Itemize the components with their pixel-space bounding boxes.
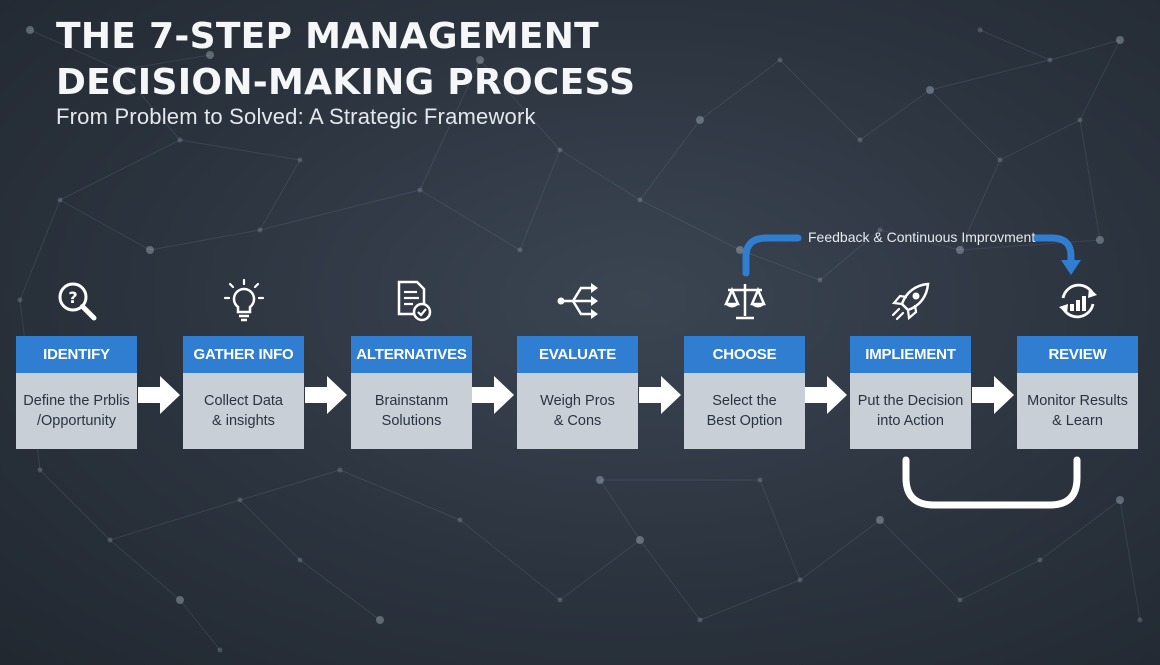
- flow-arrow-3: [472, 376, 514, 414]
- step-choose-title: CHOOSE: [684, 336, 805, 373]
- step-gather-info-description: Collect Data & insights: [183, 373, 304, 449]
- flow-arrow-1: [138, 376, 180, 414]
- step-evaluate-line-1: Weigh Pros: [540, 393, 615, 409]
- step-choose-line-1: Select the: [712, 393, 777, 409]
- title-line-1: THE 7-STEP MANAGEMENT: [56, 16, 600, 57]
- lightbulb-icon: [223, 278, 265, 322]
- step-evaluate-title: EVALUATE: [517, 336, 638, 373]
- subtitle: From Problem to Solved: A Strategic Fram…: [56, 104, 536, 129]
- step-implement: IMPLIEMENT Put the Decision into Action: [850, 282, 971, 449]
- step-alternatives-line-2: Solutions: [381, 413, 442, 429]
- step-gather-info-line-1: Collect Data: [204, 393, 283, 409]
- document-icon: [397, 280, 432, 322]
- step-review-description: Monitor Results & Learn: [1017, 373, 1138, 449]
- flow-arrow-5: [805, 376, 847, 414]
- step-review-line-1: Monitor Results: [1027, 393, 1128, 409]
- flow-arrow-4: [639, 376, 681, 414]
- page-title: THE 7-STEP MANAGEMENT DECISION-MAKING PR…: [56, 14, 635, 106]
- step-gather-info-line-2: & insights: [212, 413, 275, 429]
- title-line-2: DECISION-MAKING PROCESS: [56, 62, 636, 103]
- step-gather-info-title: GATHER INFO: [183, 336, 304, 373]
- step-identify: ? IDENTIFY Define the Prblis/Opportunity: [16, 282, 137, 449]
- step-identify-description: Define the Prblis/Opportunity: [16, 373, 137, 449]
- step-review: REVIEW Monitor Results & Learn: [1017, 283, 1138, 449]
- step-choose-line-2: Best Option: [706, 413, 783, 429]
- step-alternatives-line-1: Brainstanm: [374, 393, 449, 409]
- feedback-label: Feedback & Continuous Improvment: [808, 229, 1036, 245]
- svg-text:?: ?: [68, 288, 77, 307]
- step-evaluate-description: Weigh Pros & Cons: [517, 373, 638, 449]
- step-identify-title: IDENTIFY: [16, 336, 137, 373]
- flow-arrow-6: [972, 376, 1014, 414]
- step-review-line-2: & Learn: [1052, 413, 1103, 429]
- review-cycle-chart-icon: [1059, 283, 1097, 319]
- balance-scale-icon: [724, 284, 766, 320]
- branching-arrows-icon: [557, 283, 598, 319]
- step-evaluate: EVALUATE Weigh Pros & Cons: [517, 283, 638, 449]
- step-identify-line-1: Define the Prblis: [23, 393, 130, 409]
- step-identify-line-2: /Opportunity: [36, 413, 116, 429]
- rocket-icon: [891, 282, 930, 321]
- step-gather-info: GATHER INFO Collect Data & insights: [183, 278, 304, 449]
- step-implement-line-2: into Action: [877, 413, 944, 429]
- step-implement-line-1: Put the Decision: [857, 393, 964, 409]
- step-evaluate-line-2: & Cons: [553, 413, 602, 429]
- magnifier-question-icon: ?: [58, 282, 97, 321]
- step-implement-title: IMPLIEMENT: [850, 336, 971, 373]
- flow-arrow-2: [305, 376, 347, 414]
- step-review-title: REVIEW: [1017, 336, 1138, 373]
- step-alternatives-title: ALTERNATIVES: [351, 336, 472, 373]
- step-implement-description: Put the Decision into Action: [850, 373, 971, 449]
